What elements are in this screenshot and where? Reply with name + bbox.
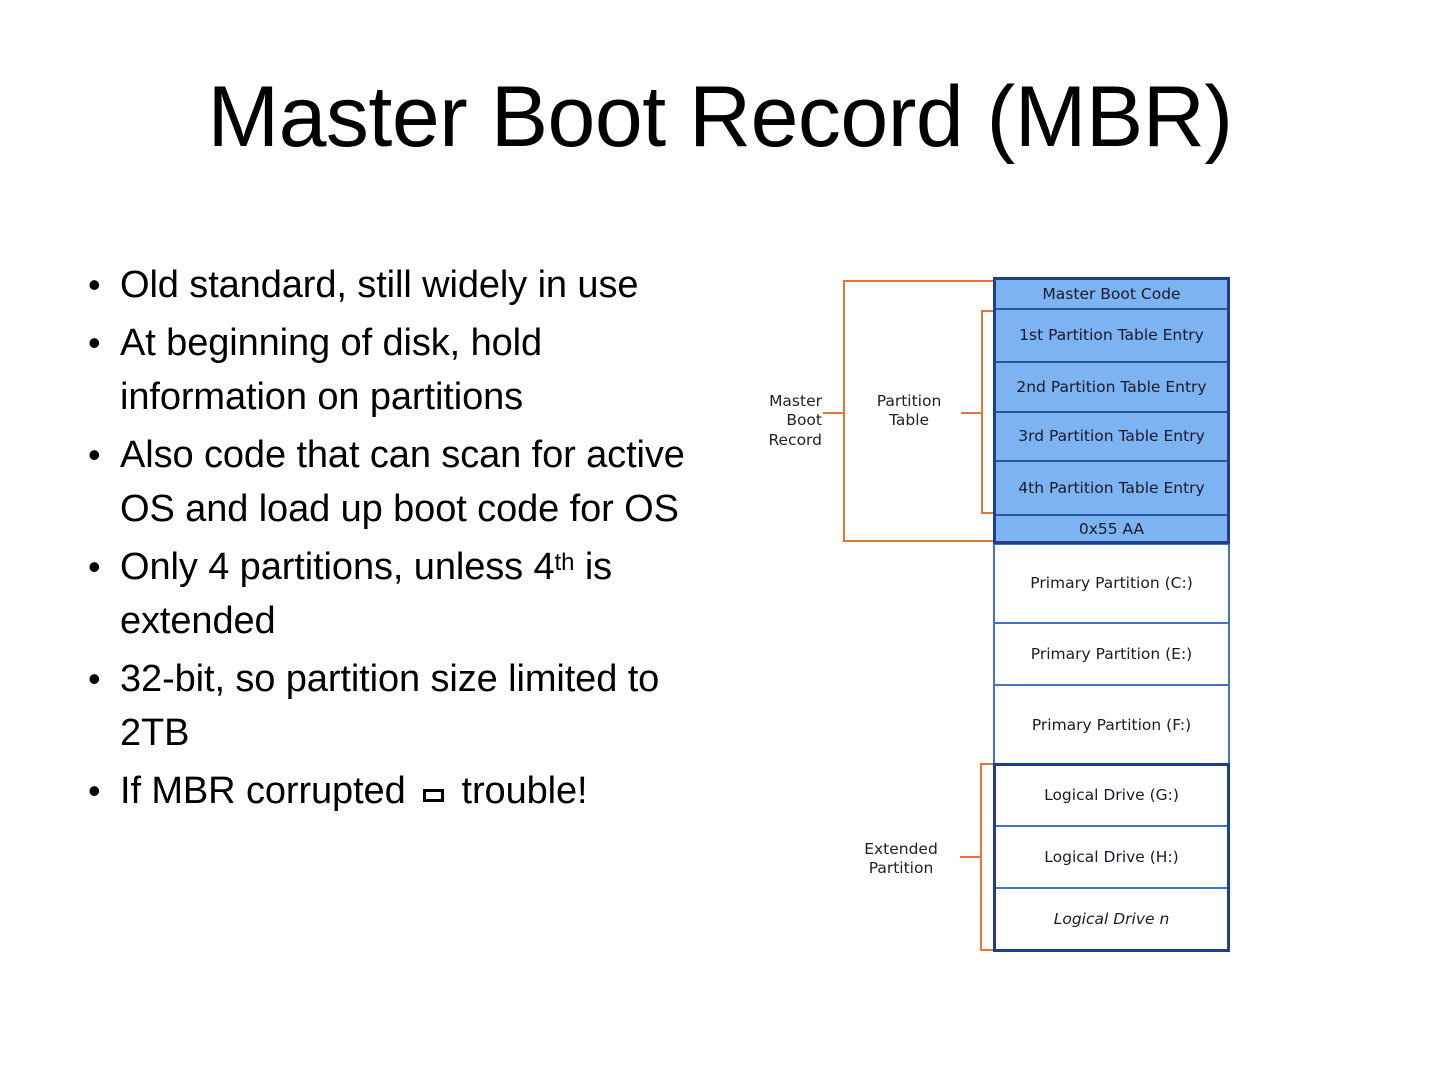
partition-table-bracket [981, 310, 993, 514]
diagram-row-primary-partition-c: Primary Partition (C:) [993, 543, 1230, 622]
diagram-row-label: 4th Partition Table Entry [1018, 478, 1205, 497]
bracket-label-line: Table [888, 411, 930, 430]
bracket-label-line: Record [768, 430, 822, 449]
list-item: • 32-bit, so partition size limited to 2… [78, 652, 718, 760]
list-item-label: Only 4 partitions, unless 4th is extende… [120, 540, 718, 648]
diagram-row-label: 0x55 AA [1078, 520, 1145, 539]
diagram-row-label: Logical Drive (G:) [1044, 786, 1179, 805]
bracket-label-line: Boot [786, 411, 822, 430]
list-item: • Only 4 partitions, unless 4th is exten… [78, 540, 718, 648]
list-item-label: If MBR corrupted trouble! [120, 764, 718, 818]
list-item: • If MBR corrupted trouble! [78, 764, 718, 818]
diagram-row-logical-drive-n: Logical Drive n [993, 887, 1230, 951]
page-title: Master Boot Record (MBR) [207, 69, 1233, 165]
list-item: • Old standard, still widely in use [78, 258, 718, 312]
list-item: • At beginning of disk, hold information… [78, 316, 718, 424]
missing-glyph-box-icon [423, 789, 445, 802]
master-boot-record-bracket-label: Master Boot Record [712, 392, 822, 450]
list-item-label: At beginning of disk, hold information o… [120, 322, 543, 418]
diagram-row-label: 2nd Partition Table Entry [1016, 377, 1207, 396]
diagram-row-signature: 0x55 AA [993, 514, 1230, 543]
list-item-suffix: trouble! [451, 770, 588, 812]
diagram-row-label: Master Boot Code [1042, 284, 1181, 303]
mbr-disk-layout-diagram: Master Boot Record Partition Table Exten… [752, 252, 1348, 960]
diagram-row-partition-entry-4: 4th Partition Table Entry [993, 460, 1230, 514]
extended-partition-bracket-tick [960, 856, 981, 858]
extended-partition-bracket-label: Extended Partition [842, 840, 960, 879]
diagram-row-partition-entry-1: 1st Partition Table Entry [993, 308, 1230, 361]
diagram-row-master-boot-code: Master Boot Code [993, 278, 1230, 308]
bracket-label-line: Partition [876, 392, 942, 410]
diagram-row-primary-partition-e: Primary Partition (E:) [993, 622, 1230, 684]
diagram-row-label: 1st Partition Table Entry [1019, 326, 1204, 345]
bullet-point-icon: • [88, 434, 101, 475]
diagram-row-logical-drive-h: Logical Drive (H:) [993, 825, 1230, 887]
bullet-point-icon: • [88, 546, 101, 587]
bracket-label-line: Partition [868, 859, 934, 878]
list-item-label: Also code that can scan for active OS an… [120, 434, 685, 530]
diagram-row-logical-drive-g: Logical Drive (G:) [993, 764, 1230, 825]
diagram-row-partition-entry-3: 3rd Partition Table Entry [993, 411, 1230, 460]
list-item-label: Old standard, still widely in use [120, 264, 639, 306]
list-item-label: 32-bit, so partition size limited to 2TB [120, 658, 660, 754]
list-item-prefix: If MBR corrupted [120, 770, 417, 812]
bullet-point-icon: • [88, 264, 101, 305]
ordinal-superscript: th [554, 549, 575, 576]
bullet-point-icon: • [88, 770, 101, 811]
bracket-label-line: Master [769, 392, 822, 410]
list-item-prefix: Only 4 partitions, unless 4 [120, 546, 555, 588]
master-boot-record-bracket-tick [823, 412, 844, 414]
diagram-row-label: Logical Drive (H:) [1044, 847, 1179, 866]
bracket-label-line: Extended [864, 840, 938, 858]
diagram-row-label: Logical Drive n [1053, 909, 1170, 928]
extended-partition-bracket [980, 763, 993, 951]
diagram-row-label: Primary Partition (E:) [1030, 644, 1193, 663]
list-item-suffix: is extended [120, 546, 613, 642]
diagram-row-label: 3rd Partition Table Entry [1018, 427, 1205, 446]
partition-table-bracket-label: Partition Table [857, 392, 961, 431]
bullet-list: • Old standard, still widely in use • At… [78, 258, 718, 822]
list-item: • Also code that can scan for active OS … [78, 428, 718, 536]
diagram-row-partition-entry-2: 2nd Partition Table Entry [993, 361, 1230, 411]
partition-table-bracket-tick [961, 412, 982, 414]
bullet-point-icon: • [88, 322, 101, 363]
diagram-row-label: Primary Partition (F:) [1031, 715, 1192, 734]
bullet-point-icon: • [88, 658, 101, 699]
diagram-row-primary-partition-f: Primary Partition (F:) [993, 684, 1230, 764]
diagram-row-label: Primary Partition (C:) [1030, 574, 1193, 593]
